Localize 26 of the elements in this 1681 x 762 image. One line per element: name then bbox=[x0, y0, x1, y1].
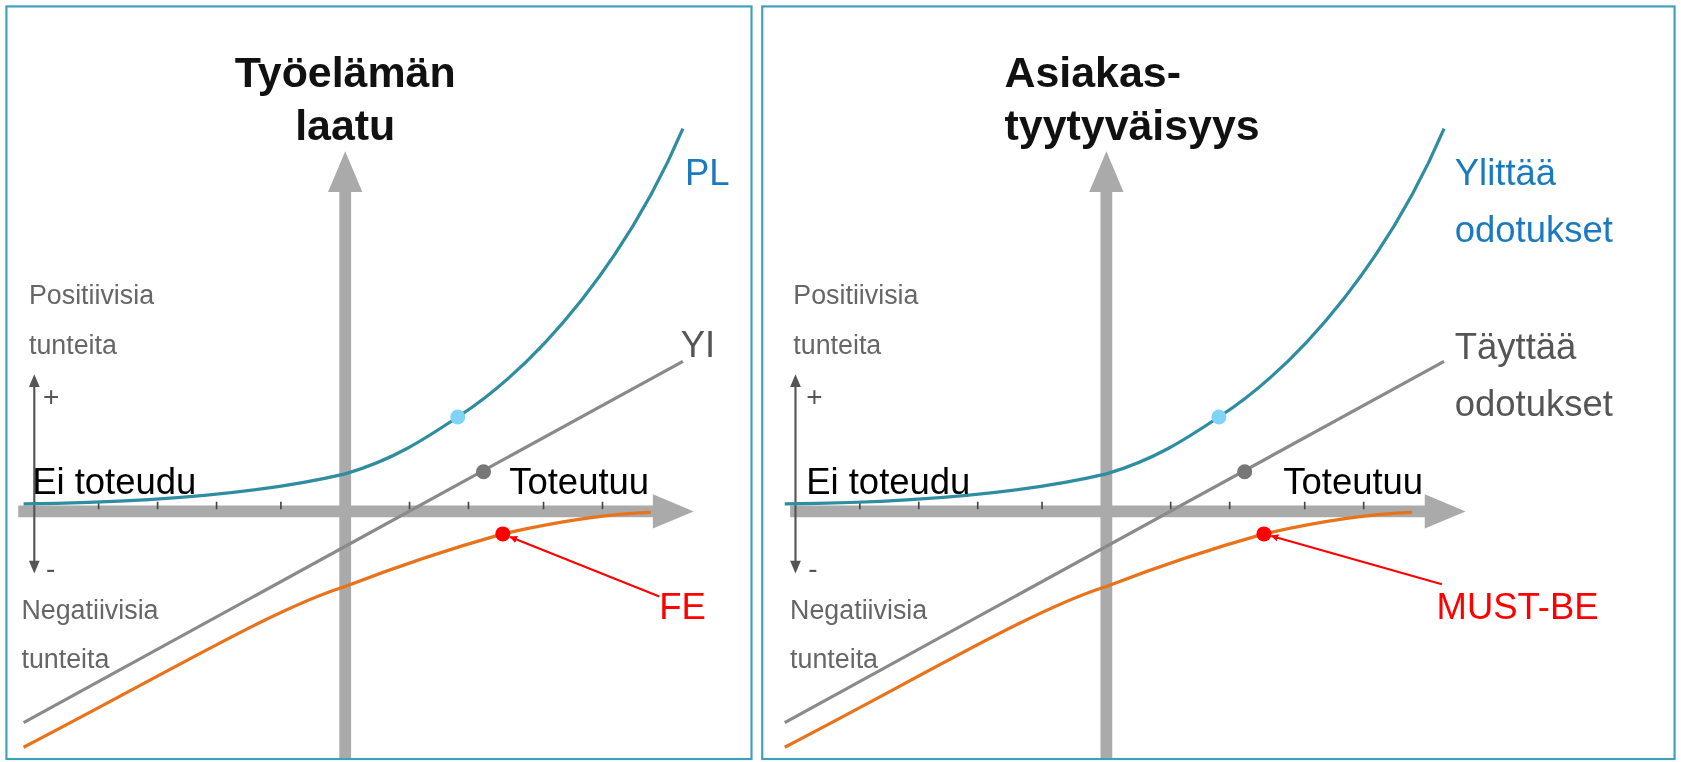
axis-label: - bbox=[808, 552, 819, 585]
axis-label: Toteutuu bbox=[509, 460, 651, 503]
chart-panel bbox=[761, 5, 1676, 761]
callout-label: FE bbox=[659, 584, 706, 628]
leader-line bbox=[1270, 534, 1443, 586]
axis-label: Positiivisia tunteita bbox=[793, 278, 920, 362]
axis-label: Ei toteudu bbox=[806, 460, 972, 503]
point-marker bbox=[495, 526, 511, 542]
leader-line bbox=[509, 535, 660, 598]
axis-label: + bbox=[806, 380, 824, 413]
axis-label: Negatiivisia tunteita bbox=[21, 592, 160, 676]
panel-title: Työelämän laatu bbox=[233, 47, 457, 151]
axis-label: PL bbox=[685, 151, 731, 195]
axis-label: YI bbox=[680, 322, 717, 366]
point-marker bbox=[1256, 526, 1272, 542]
axis-label: + bbox=[42, 380, 61, 413]
panel-title: Asiakas- tyytyväisyys bbox=[1004, 47, 1261, 151]
callout-label: MUST-BE bbox=[1436, 584, 1599, 628]
axis-label: Positiivisia tunteita bbox=[28, 278, 156, 362]
chart-panel bbox=[5, 5, 753, 761]
axis-label: Ylittää odotukset bbox=[1454, 151, 1614, 252]
axis-label: Ei toteudu bbox=[32, 460, 198, 503]
axis-label: Toteutuu bbox=[1283, 460, 1425, 503]
axis-label: Täyttää odotukset bbox=[1454, 324, 1614, 426]
axis-label: - bbox=[46, 552, 57, 585]
axis-label: Negatiivisia tunteita bbox=[790, 592, 929, 676]
